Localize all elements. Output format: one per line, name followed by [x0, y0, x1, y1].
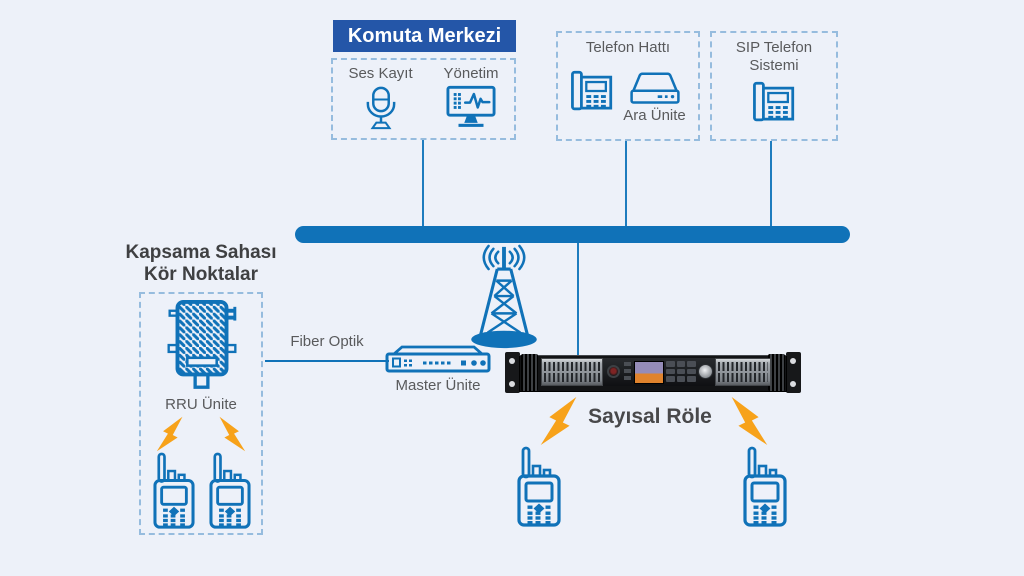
management-label: Yönetim — [443, 65, 499, 82]
rack-front-panel — [603, 358, 715, 386]
coverage-title: Kapsama Sahası Kör Noktalar — [105, 242, 297, 286]
rack-knob — [607, 365, 620, 378]
rack-vent-grille — [715, 358, 771, 386]
phone-line-title: Telefon Hattı — [585, 39, 671, 56]
connector-repeater — [577, 243, 579, 358]
desk-phone-icon — [752, 78, 796, 126]
rack-handle — [521, 354, 538, 391]
walkie-talkie-icon — [208, 452, 252, 530]
interface-unit-group: Ara Ünite — [623, 61, 686, 124]
command-center-title: Komuta Merkezi — [347, 25, 502, 47]
master-unit-label: Master Ünite — [395, 377, 481, 394]
voice-record-label: Ses Kayıt — [348, 65, 413, 82]
sip-system-box: SIP Telefon Sistemi — [710, 31, 838, 141]
walkie-talkie-icon — [516, 446, 562, 528]
monitor-icon — [446, 85, 496, 127]
walkie-talkie-icon — [152, 452, 196, 530]
rack-dial — [698, 364, 713, 379]
backbone-bus-bar — [295, 226, 850, 243]
microphone-icon — [366, 86, 395, 130]
master-unit-icon — [385, 345, 491, 373]
lightning-icon — [213, 416, 251, 452]
coverage-title-line2: Kör Noktalar — [143, 264, 259, 285]
antenna-tower-icon — [471, 244, 537, 349]
rack-mini-button — [624, 369, 631, 373]
rack-mini-button — [624, 362, 631, 366]
lightning-icon — [151, 416, 189, 452]
sip-system-title: SIP Telefon Sistemi — [712, 39, 836, 75]
coverage-title-line1: Kapsama Sahası — [125, 242, 277, 263]
phone-line-row: Ara Ünite — [558, 61, 698, 124]
rack-display — [634, 361, 664, 384]
rack-mount-ear — [786, 352, 801, 393]
fiber-optic-label: Fiber Optik — [290, 333, 364, 350]
rru-unit-label: RRU Ünite — [165, 396, 237, 413]
connector-phone-line — [625, 141, 627, 227]
rack-vent-grille — [541, 358, 603, 386]
lightning-icon — [726, 396, 772, 446]
connector-command-center — [422, 140, 424, 227]
fiber-optic-line — [265, 360, 389, 362]
rack-mount-ear — [505, 352, 520, 393]
lightning-icon — [536, 396, 582, 446]
voice-record-item: Ses Kayıt — [348, 65, 413, 138]
phone-line-box: Telefon Hattı Ara Ünite — [556, 31, 700, 141]
rack-handle — [768, 354, 785, 391]
sip-title-line1: SIP Telefon — [735, 39, 813, 56]
rack-mini-button — [624, 376, 631, 380]
connector-sip-system — [770, 141, 772, 227]
rack-device — [505, 351, 801, 394]
rack-keypad — [666, 361, 696, 382]
command-center-box: Ses Kayıt Yönetim — [331, 58, 516, 140]
interface-box-icon — [629, 72, 680, 104]
repeater-label: Sayısal Röle — [588, 405, 712, 428]
rru-unit-icon — [167, 299, 237, 389]
walkie-talkie-icon — [742, 446, 788, 528]
desk-phone-icon — [570, 67, 614, 115]
management-item: Yönetim — [444, 65, 499, 138]
command-center-header: Komuta Merkezi — [333, 20, 516, 52]
coverage-box: RRU Ünite — [139, 292, 263, 535]
sip-title-line2: Sistemi — [749, 57, 799, 74]
interface-unit-label: Ara Ünite — [623, 107, 686, 124]
